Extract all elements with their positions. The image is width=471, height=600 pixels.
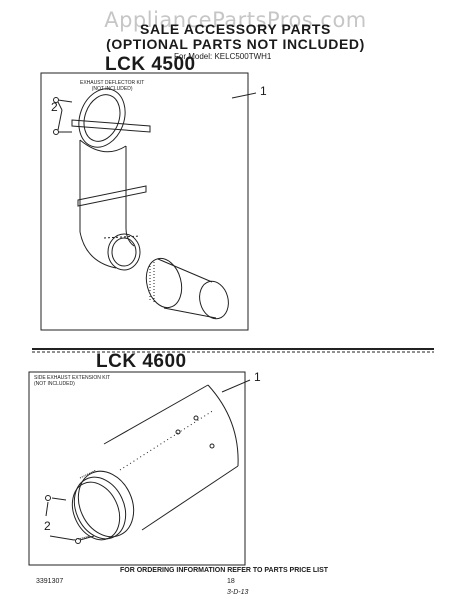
callout-1-lck4600: 1: [254, 370, 261, 384]
lck4500-kit-label: EXHAUST DEFLECTOR KIT (NOT INCLUDED): [80, 80, 144, 92]
lck4600-kit-name: SIDE EXHAUST EXTENSION KIT: [34, 375, 111, 381]
lck4600-kit-label: SIDE EXHAUST EXTENSION KIT (NOT INCLUDED…: [34, 375, 110, 387]
section-title-lck4500: LCK 4500: [105, 54, 196, 75]
watermark: AppliancePartsPros.com: [104, 8, 367, 32]
part-number: 3391307: [36, 578, 64, 585]
callout-2-lck4500: 2: [51, 100, 58, 114]
lck4600-frame: [28, 371, 246, 566]
page-subtitle: (OPTIONAL PARTS NOT INCLUDED): [106, 36, 365, 52]
model-label: For Model: KELC500TWH1: [174, 52, 272, 61]
section-title-lck4600: LCK 4600: [96, 351, 187, 372]
date-code: 3-D-13: [227, 589, 249, 596]
ordering-instruction: FOR ORDERING INFORMATION REFER TO PARTS …: [120, 567, 329, 574]
page-number: 18: [227, 578, 235, 585]
lck4600-kit-note: (NOT INCLUDED): [34, 381, 75, 387]
side-exhaust-extension-drawing: [45, 379, 251, 544]
lck4500-kit-name: EXHAUST DEFLECTOR KIT: [80, 80, 145, 86]
lck4500-frame: [40, 72, 249, 331]
exhaust-deflector-drawing: [53, 88, 257, 320]
callout-1-lck4500: 1: [260, 84, 267, 98]
callout-2-lck4600: 2: [44, 519, 51, 533]
lck4500-kit-note: (NOT INCLUDED): [91, 86, 133, 92]
page-title: SALE ACCESSORY PARTS: [140, 21, 331, 37]
